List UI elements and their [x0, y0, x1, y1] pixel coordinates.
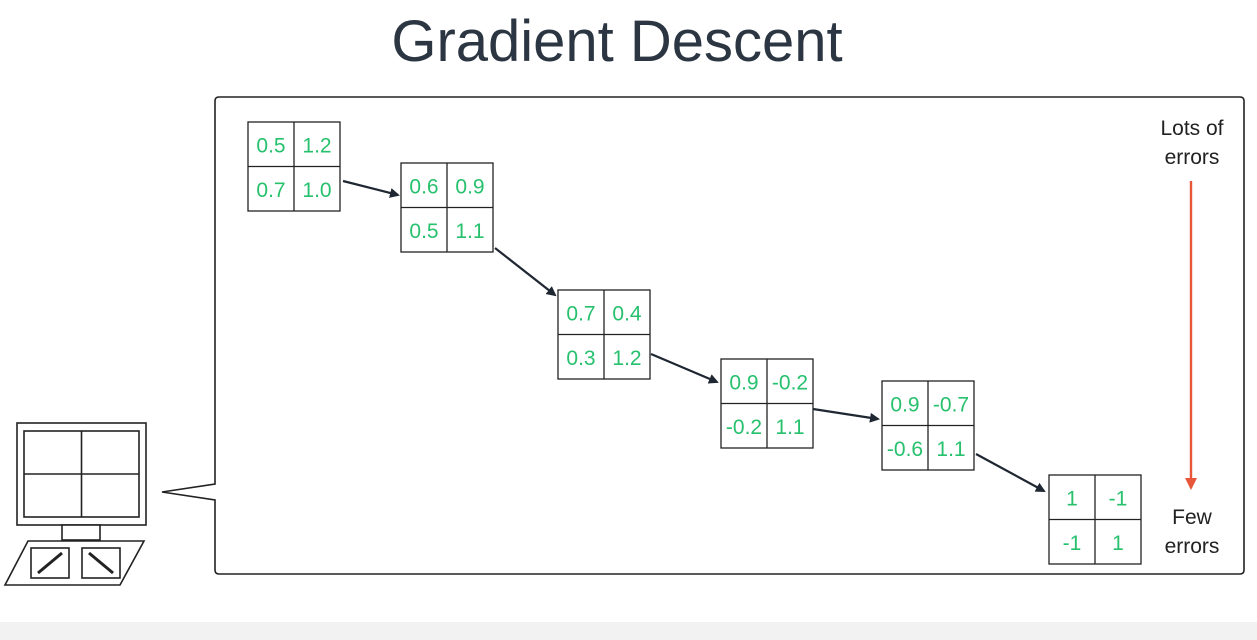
matrix-cell: 1.1: [936, 438, 965, 461]
matrix-cell: -1: [1063, 532, 1082, 555]
matrix-cell: 0.4: [612, 302, 642, 325]
matrix-cell: 0.9: [729, 371, 758, 394]
step-arrow-5: [975, 453, 1046, 492]
matrix-cell: 0.7: [566, 302, 595, 325]
matrix-cell: 0.6: [409, 175, 438, 198]
matrix-cell: -1: [1109, 487, 1128, 510]
step-arrow-4: [812, 407, 880, 423]
matrix-cell: 1.1: [775, 416, 804, 439]
matrix-cell: -0.6: [887, 438, 923, 461]
matrix-cell: 0.3: [566, 347, 595, 370]
matrix-2: 0.6 0.9 0.5 1.1: [400, 162, 494, 253]
matrix-cell: 0.9: [890, 393, 919, 416]
step-arrow-3: [650, 352, 719, 384]
step-arrow-2: [494, 247, 557, 297]
matrix-cell: -0.2: [726, 416, 762, 439]
top-label-line-2: errors: [1165, 146, 1220, 169]
step-arrow-1: [342, 179, 400, 198]
matrix-4: 0.9 -0.2 -0.2 1.1: [720, 358, 814, 449]
bottom-label-line-2: errors: [1165, 535, 1220, 558]
bottom-bar: [0, 622, 1257, 640]
matrix-cell: 1: [1112, 532, 1124, 555]
matrix-cell: 1.1: [455, 220, 484, 243]
matrix-cell: 1.0: [302, 179, 331, 202]
bottom-label-line-1: Few: [1172, 506, 1213, 529]
matrix-cell: 1.2: [302, 134, 331, 157]
matrix-cell: 0.5: [256, 134, 285, 157]
matrix-cell: 0.9: [455, 175, 484, 198]
matrix-cell: 1: [1066, 487, 1078, 510]
matrix-cell: -0.2: [772, 371, 808, 394]
matrix-cell: 0.5: [409, 220, 438, 243]
matrix-3: 0.7 0.4 0.3 1.2: [557, 289, 651, 380]
matrix-cell: 1.2: [612, 347, 641, 370]
step-arrows: [342, 179, 1046, 492]
computer-icon: [3, 422, 147, 586]
matrix-6: 1 -1 -1 1: [1048, 474, 1142, 565]
matrix-cell: 0.7: [256, 179, 285, 202]
page-title: Gradient Descent: [391, 9, 843, 74]
matrix-5: 0.9 -0.7 -0.6 1.1: [881, 380, 975, 471]
top-label-line-1: Lots of: [1160, 117, 1223, 140]
matrix-1: 0.5 1.2 0.7 1.0: [247, 121, 341, 212]
matrix-cell: -0.7: [933, 393, 969, 416]
